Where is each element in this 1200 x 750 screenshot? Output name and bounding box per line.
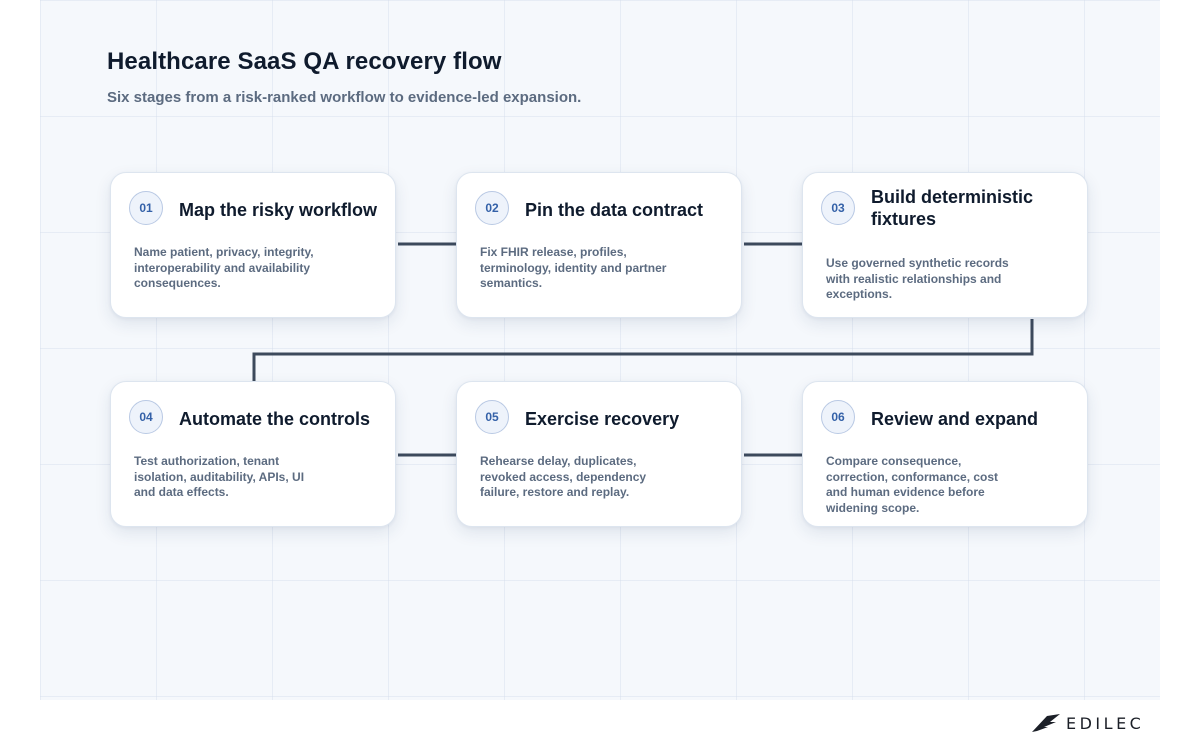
step-title: Map the risky workflow [179, 200, 378, 220]
step-number-badge: 02 [475, 191, 509, 225]
step-description: Compare consequence, correction, conform… [826, 454, 999, 515]
step-description: Test authorization, tenant isolation, au… [134, 454, 305, 499]
step-card-01: 01 Map the risky workflow Name patient, … [110, 172, 396, 318]
step-card-03: 03 Build deterministic fixtures Use gove… [802, 172, 1088, 318]
step-card-06: 06 Review and expand Compare consequence… [802, 381, 1088, 527]
edilec-wing-logo-icon [1032, 714, 1060, 732]
step-number-badge: 01 [129, 191, 163, 225]
step-title: Pin the data contract [525, 200, 704, 220]
step-title: Build deterministic fixtures [871, 187, 1034, 229]
step-card-04: 04 Automate the controls Test authorizat… [110, 381, 396, 527]
step-description: Fix FHIR release, profiles, terminology,… [480, 245, 667, 290]
step-card-02: 02 Pin the data contract Fix FHIR releas… [456, 172, 742, 318]
brand-name: EDILEC [1066, 713, 1145, 733]
page-subtitle: Six stages from a risk-ranked workflow t… [107, 89, 582, 106]
page-title: Healthcare SaaS QA recovery flow [107, 48, 502, 75]
step-description: Use governed synthetic records with real… [826, 256, 1009, 301]
step-title: Automate the controls [179, 409, 371, 429]
step-number-badge: 05 [475, 400, 509, 434]
diagram-canvas [40, 0, 1160, 700]
step-description: Rehearse delay, duplicates, revoked acce… [480, 454, 647, 499]
brand-logo: EDILEC [1031, 712, 1144, 734]
step-number-badge: 06 [821, 400, 855, 434]
connector-03-04 [252, 319, 1034, 381]
step-number-badge: 04 [129, 400, 163, 434]
step-title: Review and expand [871, 409, 1039, 429]
step-card-05: 05 Exercise recovery Rehearse delay, dup… [456, 381, 742, 527]
step-title: Exercise recovery [525, 409, 680, 429]
step-description: Name patient, privacy, integrity, intero… [134, 245, 314, 290]
step-number-badge: 03 [821, 191, 855, 225]
